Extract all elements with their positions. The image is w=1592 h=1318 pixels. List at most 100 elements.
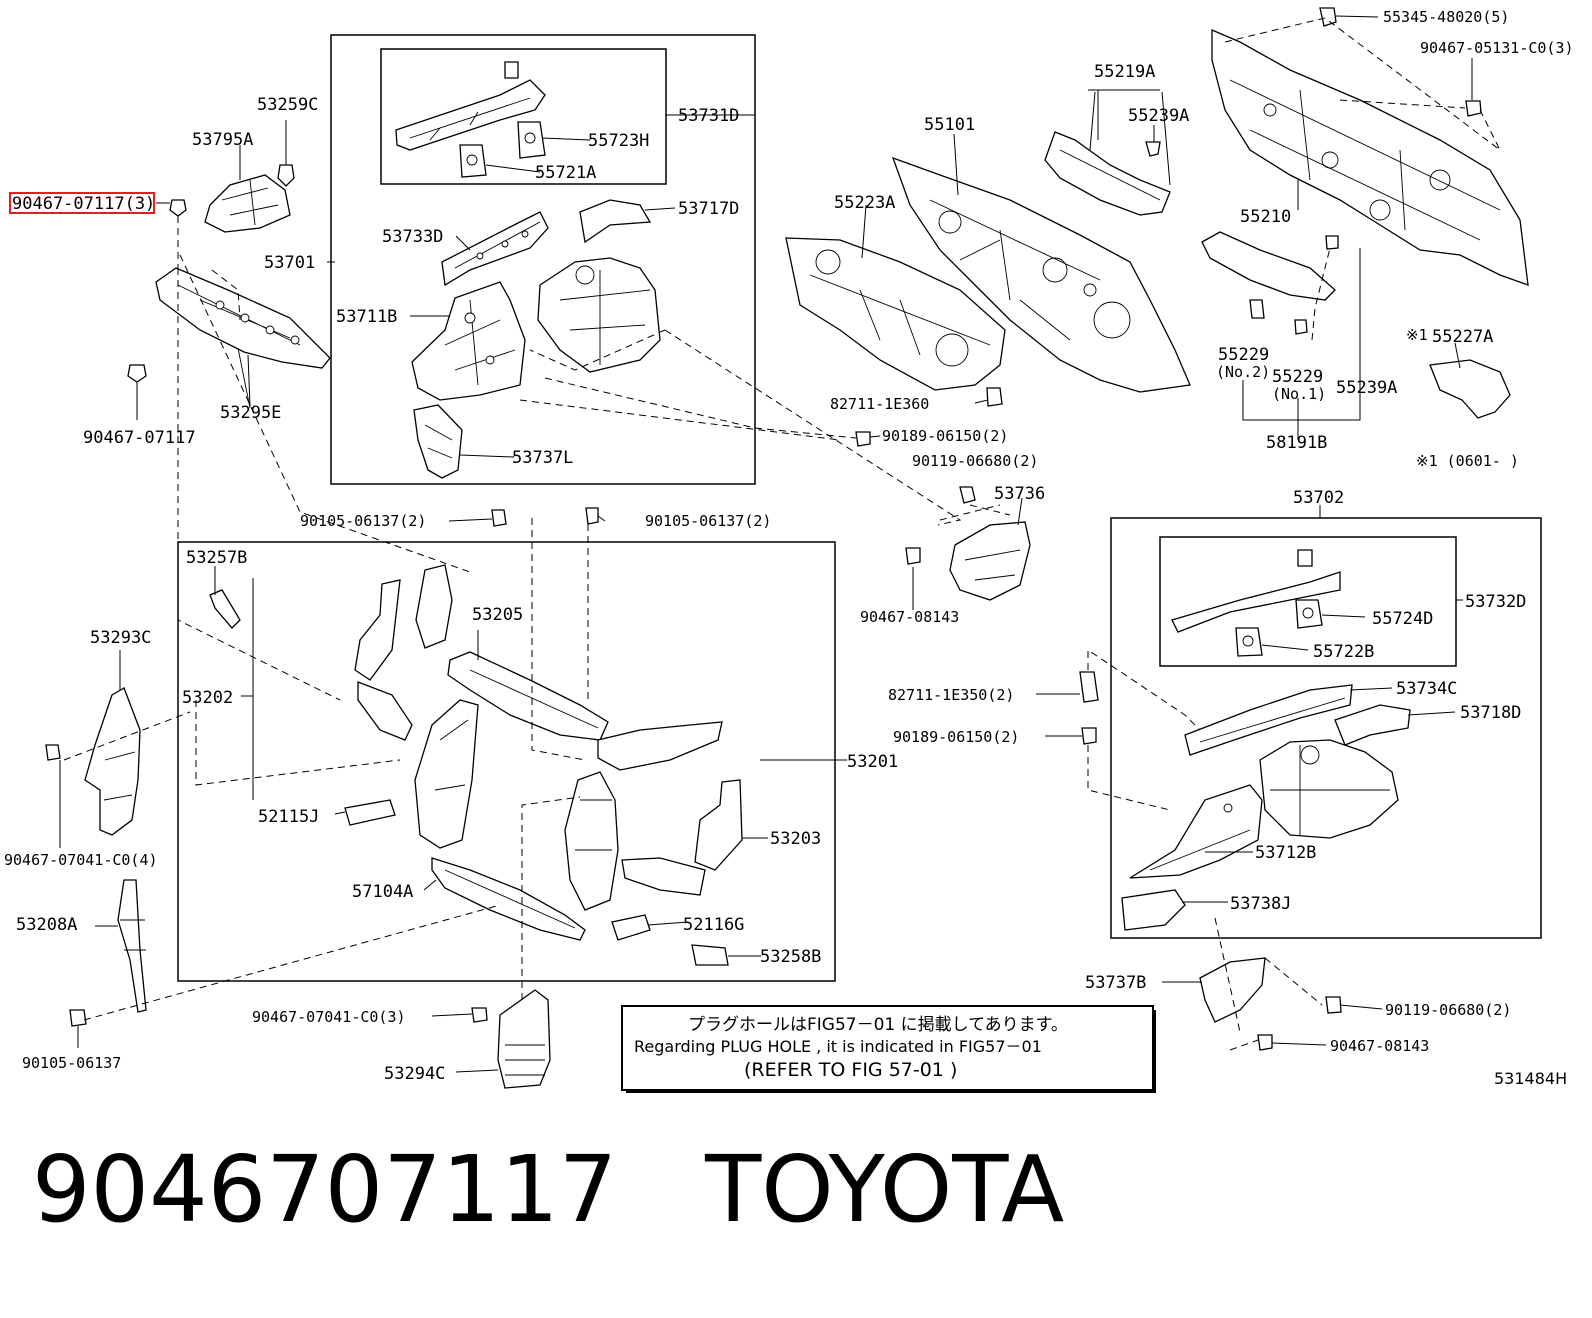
- reference-note: プラグホールはFIG57－01 に掲載してあります。 Regarding PLU…: [621, 1005, 1156, 1093]
- bolt-90105-06137-2b: [585, 507, 599, 525]
- label-52115J: 52115J: [258, 807, 319, 827]
- bolt-90119-06680-b: [1325, 996, 1342, 1014]
- label-90467-08143a: 90467-08143: [860, 608, 959, 626]
- label-53732D: 53732D: [1465, 592, 1526, 612]
- group-box-53731D: [380, 48, 667, 185]
- label-no1: (No.1): [1272, 385, 1326, 403]
- label-90105-06137-2b: 90105-06137(2): [645, 512, 771, 530]
- clip-82711-1E360: [986, 387, 1003, 407]
- clip-90467-07117-3: [169, 199, 187, 268]
- label-55229-no2: 55229: [1218, 345, 1269, 365]
- label-52116G: 52116G: [683, 915, 744, 935]
- parts-diagram: 90467-07117(3) 53795A 53259C 53701 53295…: [4, 7, 1574, 1093]
- group-box-53702: [1110, 517, 1542, 939]
- label-53702: 53702: [1293, 488, 1344, 508]
- label-55227A-mark: ※1: [1406, 326, 1428, 344]
- part-55722B: [1235, 627, 1263, 657]
- label-90467-07041-C0-3: 90467-07041-C0(3): [252, 1008, 406, 1026]
- label-53733D: 53733D: [382, 227, 443, 247]
- label-53208A: 53208A: [16, 915, 77, 935]
- group-box-53701: [330, 34, 756, 485]
- label-55210: 55210: [1240, 207, 1291, 227]
- caption-part-number: 9046707117: [32, 1136, 618, 1243]
- part-53736: [949, 521, 1031, 601]
- part-53295E: [155, 267, 331, 409]
- part-53208A: [117, 879, 147, 1013]
- part-53795A: [204, 174, 291, 233]
- part-58191B: [1201, 231, 1339, 335]
- label-82711-1E350-2: 82711-1E350(2): [888, 686, 1014, 704]
- clip-82711-1E350: [1079, 671, 1099, 703]
- clip-90467-07117: [127, 364, 147, 420]
- part-53733D: [441, 211, 549, 287]
- label-90189-06150-2b: 90189-06150(2): [893, 728, 1019, 746]
- part-53294C: [497, 989, 551, 1089]
- label-53205: 53205: [472, 605, 523, 625]
- part-upper-center-member: [597, 721, 723, 771]
- label-53293C: 53293C: [90, 628, 151, 648]
- part-52115J: [344, 799, 396, 826]
- label-53295E: 53295E: [220, 403, 281, 423]
- group-box-53201: [177, 541, 836, 982]
- clip-53259C: [277, 120, 295, 187]
- part-52116G: [611, 914, 651, 941]
- clip-55239A-top: [1145, 141, 1161, 157]
- part-53718D: [1334, 704, 1411, 746]
- label-55722B: 55722B: [1313, 642, 1374, 662]
- part-55101: [891, 156, 1191, 393]
- part-53734C: [1184, 684, 1353, 756]
- part-53712B: [1129, 784, 1263, 879]
- label-55101: 55101: [924, 115, 975, 135]
- highlight-box: [9, 192, 155, 214]
- label-53736: 53736: [994, 484, 1045, 504]
- part-radiator-support-left: [414, 699, 479, 849]
- label-531484H: 531484H: [1494, 1069, 1567, 1088]
- label-53731D: 53731D: [678, 106, 739, 126]
- label-90119-06680-2a: 90119-06680(2): [912, 452, 1038, 470]
- label-53201: 53201: [847, 752, 898, 772]
- part-55210: [1211, 29, 1529, 286]
- label-53294C: 53294C: [384, 1064, 445, 1084]
- part-53732D: [1171, 549, 1341, 633]
- label-53258B: 53258B: [760, 947, 821, 967]
- label-53202: 53202: [182, 688, 233, 708]
- part-53257B: [209, 589, 241, 629]
- part-55219A: [1044, 131, 1171, 216]
- part-55724D: [1295, 599, 1323, 629]
- part-wheelhouse-left: [537, 257, 661, 373]
- assembly-dashed-lines: [63, 17, 1501, 1051]
- label-90467-05131: 90467-05131-C0(3): [1420, 39, 1574, 57]
- label-53257B: 53257B: [186, 548, 247, 568]
- caption-brand: TOYOTA: [705, 1136, 1065, 1243]
- leader-lines: [59, 15, 1473, 1073]
- clip-90467-07041-C0-3: [471, 1007, 488, 1023]
- label-90105-06137: 90105-06137: [22, 1054, 121, 1072]
- part-53293C: [84, 687, 141, 836]
- part-wheelhouse-right: [1259, 739, 1399, 839]
- part-55223A: [785, 237, 1006, 391]
- part-53737L: [413, 404, 463, 479]
- label-55223A: 55223A: [834, 193, 895, 213]
- label-53718D: 53718D: [1460, 703, 1521, 723]
- label-90119-06680-2b: 90119-06680(2): [1385, 1001, 1511, 1019]
- label-55345-48020: 55345-48020(5): [1383, 8, 1509, 26]
- part-55227A: [1429, 359, 1511, 419]
- bolt-90189-06150-b: [1081, 727, 1097, 745]
- label-90467-07117-3: 90467-07117(3): [12, 194, 155, 214]
- part-radiator-support-right: [564, 771, 619, 911]
- label-82711-1E360: 82711-1E360: [830, 395, 929, 413]
- part-53711B: [411, 281, 526, 401]
- part-53202: [354, 579, 413, 741]
- label-no2: (No.2): [1216, 363, 1270, 381]
- bolt-90119-06680-a: [959, 486, 976, 504]
- label-57104A: 57104A: [352, 882, 413, 902]
- clip-90467-08143-b: [1257, 1034, 1273, 1051]
- clip-90467-05131: [1465, 100, 1482, 117]
- bolt-90189-06150-a: [855, 431, 871, 447]
- label-90105-06137-2a: 90105-06137(2): [300, 512, 426, 530]
- label-note-0601: ※1 (0601- ): [1416, 452, 1519, 470]
- part-labels: 90467-07117(3) 53795A 53259C 53701 53295…: [4, 8, 1574, 1088]
- label-55229-no1: 55229: [1272, 367, 1323, 387]
- label-53711B: 53711B: [336, 307, 397, 327]
- part-53258B: [691, 944, 729, 966]
